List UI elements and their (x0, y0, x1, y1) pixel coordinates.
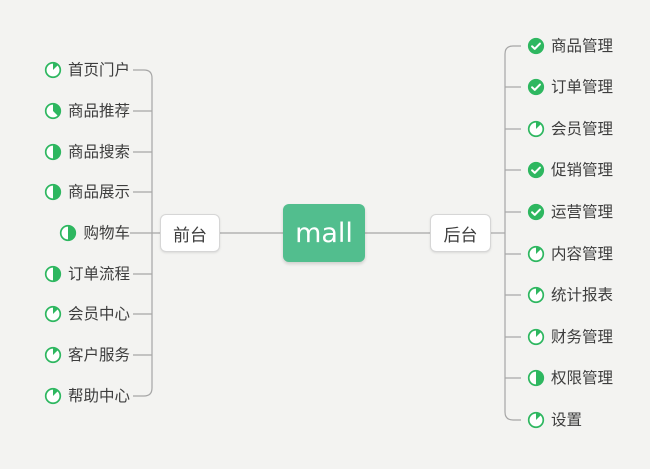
topic-label: 订单流程 (67, 265, 130, 283)
task-progress-icon (44, 61, 62, 79)
task-progress-icon (44, 265, 62, 283)
topic-node[interactable]: 订单流程 (44, 264, 130, 284)
right-trunk-line (504, 45, 521, 421)
topic-node[interactable]: 商品展示 (44, 182, 130, 202)
topic-label: 设置 (551, 411, 583, 429)
task-progress-icon (44, 387, 62, 405)
topic-node[interactable]: 内容管理 (527, 244, 613, 264)
topic-label: 订单管理 (551, 78, 614, 96)
task-progress-icon (527, 411, 545, 429)
task-progress-icon (44, 305, 62, 323)
topic-label: 统计报表 (551, 286, 614, 304)
topic-label: 商品展示 (67, 183, 130, 201)
topic-label: 商品搜索 (67, 143, 130, 161)
topic-node[interactable]: 统计报表 (527, 285, 613, 305)
task-progress-icon (527, 245, 545, 263)
task-progress-icon (44, 346, 62, 364)
topic-label: 帮助中心 (67, 387, 130, 405)
topic-label: 促销管理 (551, 161, 614, 179)
topic-node[interactable]: 会员管理 (527, 119, 613, 139)
task-progress-icon (44, 183, 62, 201)
branch-label: 前台 (173, 225, 207, 246)
topic-node[interactable]: 商品推荐 (44, 101, 130, 121)
topic-node[interactable]: 帮助中心 (44, 386, 130, 406)
topic-node[interactable]: 运营管理 (527, 202, 613, 222)
topic-label: 客户服务 (67, 346, 130, 364)
topic-node[interactable]: 客户服务 (44, 345, 130, 365)
task-done-icon (527, 161, 545, 179)
task-progress-icon (44, 102, 62, 120)
task-progress-icon (527, 286, 545, 304)
root-node-mall[interactable]: mall (283, 204, 365, 262)
task-progress-icon (527, 369, 545, 387)
topic-label: 内容管理 (551, 245, 614, 263)
topic-node[interactable]: 会员中心 (44, 304, 130, 324)
topic-label: 会员管理 (551, 120, 614, 138)
task-progress-icon (44, 143, 62, 161)
task-progress-icon (527, 120, 545, 138)
task-done-icon (527, 203, 545, 221)
topic-label: 会员中心 (67, 305, 130, 323)
topic-label: 权限管理 (551, 369, 614, 387)
topic-node[interactable]: 促销管理 (527, 160, 613, 180)
topic-label: 商品推荐 (67, 102, 130, 120)
topic-node[interactable]: 商品搜索 (44, 142, 130, 162)
topic-label: 首页门户 (67, 61, 130, 79)
branch-node-frontend[interactable]: 前台 (160, 214, 220, 252)
topic-node[interactable]: 首页门户 (44, 60, 130, 80)
topic-label: 财务管理 (551, 328, 614, 346)
task-done-icon (527, 37, 545, 55)
topic-node[interactable]: 购物车 (59, 223, 130, 243)
topic-label: 购物车 (83, 224, 130, 242)
topic-node[interactable]: 权限管理 (527, 368, 613, 388)
topic-node[interactable]: 财务管理 (527, 327, 613, 347)
left-trunk-line (133, 69, 153, 397)
topic-node[interactable]: 订单管理 (527, 77, 613, 97)
task-done-icon (527, 78, 545, 96)
branch-node-backend[interactable]: 后台 (430, 214, 491, 252)
task-progress-icon (59, 224, 77, 242)
task-progress-icon (527, 328, 545, 346)
root-label: mall (295, 217, 353, 249)
topic-node[interactable]: 设置 (527, 410, 582, 430)
branch-label: 后台 (443, 225, 478, 246)
topic-node[interactable]: 商品管理 (527, 36, 613, 56)
topic-label: 运营管理 (551, 203, 614, 221)
topic-label: 商品管理 (551, 37, 614, 55)
